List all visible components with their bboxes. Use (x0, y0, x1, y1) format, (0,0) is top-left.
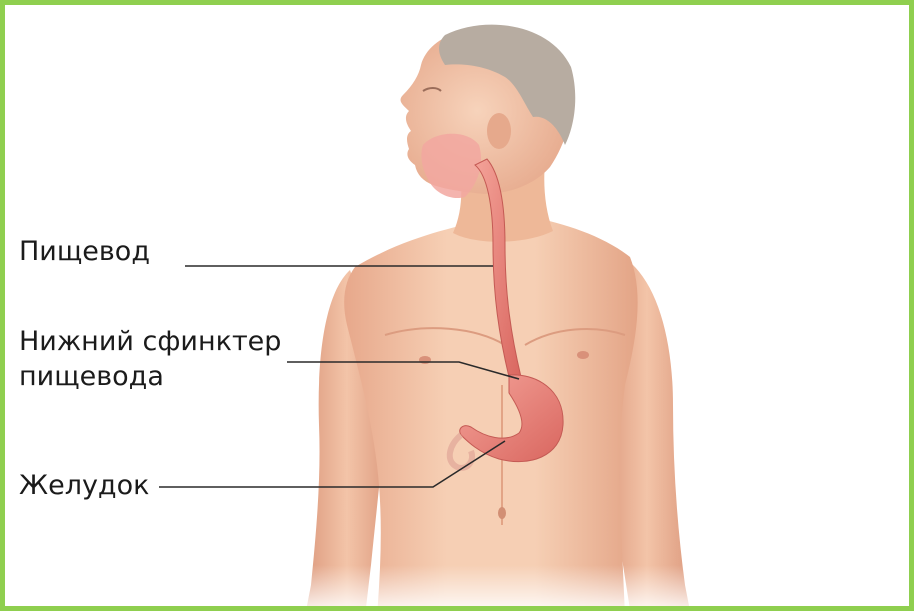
right-nipple (577, 351, 589, 359)
torso (344, 217, 637, 611)
label-stomach: Желудок (19, 470, 149, 502)
label-esophagus: Пищевод (19, 236, 150, 268)
label-lower-sphincter-line2: пищевода (19, 361, 164, 393)
label-lower-sphincter-line1: Нижний сфинктер (19, 326, 281, 358)
navel (498, 507, 506, 519)
anatomy-illustration (5, 5, 914, 611)
ear (487, 113, 511, 149)
